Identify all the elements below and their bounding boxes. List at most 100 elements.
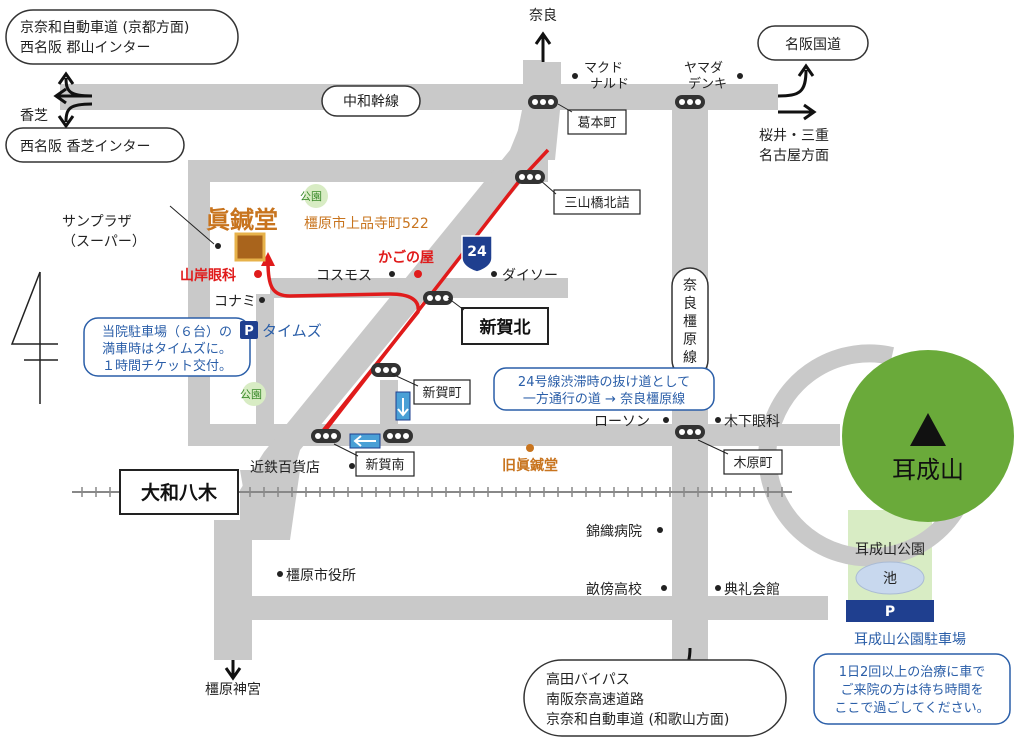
blue-note-boxes — [83, 317, 1011, 725]
signal-shingacho-icon — [371, 363, 401, 377]
exit-nishi-meihan-koshiba: 西名阪 香芝インター — [20, 139, 150, 155]
landmark-mcd-line2: ナルド — [590, 77, 629, 92]
rounded-boxes — [5, 9, 869, 737]
exit-kyonara-north-line1: 京奈和自動車道 (京都方面) — [20, 19, 189, 36]
exit-koshiba: 香芝 — [20, 108, 48, 124]
ring-road — [758, 344, 975, 567]
clinic-name: 眞鍼堂 — [206, 206, 278, 234]
park-label-2: 公園 — [240, 388, 262, 401]
signal-label-boxes — [355, 109, 783, 477]
signal-shinga-kita-label: 新賀北 — [480, 317, 531, 338]
exit-nara: 奈良 — [529, 8, 557, 24]
svg-text:良: 良 — [683, 296, 697, 312]
parking-icon — [240, 321, 258, 339]
exit-takada-line2: 南阪奈高速道路 — [546, 691, 644, 708]
signal-shingacho-label: 新賀町 — [422, 385, 461, 401]
landmark-yamada-line2: デンキ — [688, 76, 727, 92]
miminashi-parking-label: 耳成山公園駐車場 — [854, 631, 966, 648]
note-parking-line2: 満車時はタイムズに。 — [102, 341, 232, 357]
note-shortcut-line1: 24号線渋滞時の抜け道として — [518, 374, 690, 390]
svg-text:線: 線 — [683, 350, 697, 366]
route-24-road — [240, 118, 548, 530]
signal-kinoshitacho-label: 木原町 — [733, 456, 772, 471]
note-waiting-line3: ここで過ごしてください。 — [834, 700, 989, 716]
route-24-junction — [512, 110, 560, 160]
landmark-nishikiori: 錦織病院 — [586, 523, 642, 540]
landmark-konami: コナミ — [214, 294, 256, 310]
note-parking-line1: 当院駐車場（６台）の — [102, 325, 232, 340]
exit-kyonara-north-line2: 西名阪 郡山インター — [20, 40, 150, 56]
signal-kazumotocho-label: 葛本町 — [577, 116, 616, 131]
exit-sakurai-line1: 桜井・三重 — [759, 128, 829, 144]
note-shortcut-line2: 一方通行の道 → 奈良橿原線 — [523, 391, 685, 407]
signal-miyamabashi-icon — [515, 170, 545, 184]
park-marker — [304, 184, 328, 208]
miminashi-label: 耳成山 — [892, 456, 964, 484]
signal-miyamabashi-label: 三山橋北詰 — [564, 195, 629, 211]
landmark-cosmos: コスモス — [316, 268, 372, 284]
exit-kashihara-jingu: 橿原神宮 — [205, 682, 261, 698]
miminashi-parking-p: P — [885, 604, 895, 620]
exit-takada-line1: 高田バイパス — [546, 671, 630, 688]
one-way-down-icon — [395, 391, 411, 421]
old-clinic-dot — [526, 444, 534, 452]
signal-shinga-kita-icon — [423, 291, 453, 305]
road-nara-kashihara-label: 奈 良 橿 原 線 — [683, 278, 697, 366]
pond-label: 池 — [883, 571, 897, 587]
landmark-lawson: ローソン — [594, 414, 650, 430]
route-number-label: 24 — [467, 244, 487, 260]
landmark-sunplaza-line1: サンプラザ — [62, 214, 132, 230]
landmark-times: タイムズ — [262, 322, 322, 340]
park-label: 公園 — [300, 190, 322, 203]
leader-lines — [169, 103, 729, 457]
clinic-marker — [234, 232, 266, 262]
svg-text:橿: 橿 — [683, 314, 697, 330]
road-chuwa-label: 中和幹線 — [343, 93, 399, 110]
signal-yamada-icon — [675, 95, 705, 109]
route-24-shield: 24 — [461, 235, 493, 273]
landmark-tenrei: 典礼会館 — [724, 581, 780, 598]
landmark-mcd-line1: マクド — [584, 61, 623, 76]
landmark-sunplaza-line2: （スーパー） — [62, 234, 146, 250]
mountain-peak-icon — [910, 413, 946, 446]
signal-shinga-minami-icon — [311, 429, 341, 443]
pond — [855, 561, 925, 595]
landmark-unebi-hs: 畝傍高校 — [586, 581, 642, 598]
parking-icon-label: P — [244, 324, 254, 339]
exit-sakurai-line2: 名古屋方面 — [759, 148, 829, 164]
miminashi-parking-sign — [846, 600, 934, 622]
exit-takada-line3: 京奈和自動車道 (和歌山方面) — [546, 711, 729, 728]
recommended-route — [266, 261, 420, 434]
signal-shinga-minami-label: 新賀南 — [365, 457, 404, 473]
station-yamato-yagi: 大和八木 — [141, 481, 218, 504]
landmark-daiso: ダイソー — [502, 268, 558, 284]
park-marker-2 — [242, 382, 266, 406]
route-arrow-icon — [261, 252, 275, 266]
landmark-yamagishi: 山岸眼科 — [180, 267, 236, 284]
landmark-kinoshita-eye: 木下眼科 — [724, 414, 780, 430]
one-way-left-icon — [349, 433, 381, 449]
signal-kazumotocho-icon — [528, 95, 558, 109]
major-label-boxes — [119, 307, 549, 515]
block-interior — [210, 182, 260, 278]
landmark-yamada-line1: ヤマダ — [684, 61, 723, 76]
svg-text:奈: 奈 — [683, 278, 697, 294]
poi-dots — [215, 73, 743, 591]
signal-shinga-south2-icon — [383, 429, 413, 443]
north-compass-icon — [10, 271, 58, 404]
note-waiting-line1: 1日2回以上の治療に車で — [839, 665, 986, 680]
landmark-city-hall: 橿原市役所 — [286, 567, 356, 584]
note-parking-line3: １時間チケット交付。 — [102, 358, 232, 374]
landmark-kagonoya: かごの屋 — [378, 249, 434, 266]
traffic-signals — [311, 95, 705, 443]
svg-text:原: 原 — [683, 332, 697, 348]
note-waiting-line2: ご来院の方は待ち時間を — [840, 682, 983, 698]
miminashi-park-label: 耳成山公園 — [855, 542, 925, 558]
exit-meihan: 名阪国道 — [785, 37, 841, 53]
signal-kinoshitacho-icon — [675, 425, 705, 439]
route-24-south — [240, 470, 300, 540]
clinic-address: 橿原市上品寺町522 — [304, 215, 429, 232]
landmark-kintetsu: 近鉄百貨店 — [250, 459, 320, 476]
